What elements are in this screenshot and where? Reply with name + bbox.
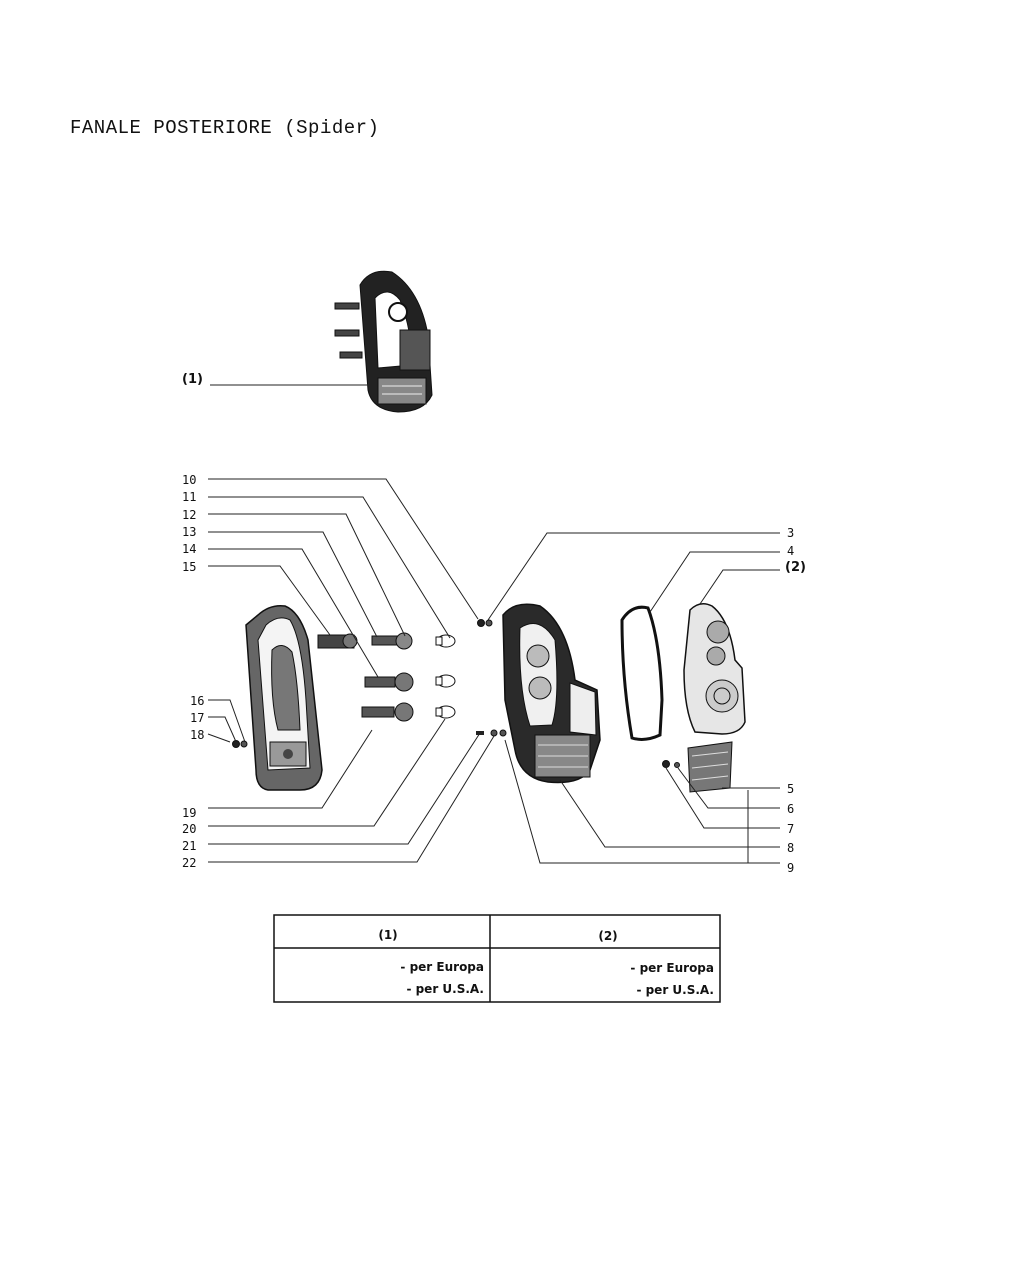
lens-seal <box>620 605 664 741</box>
leader-lines-left <box>207 478 495 863</box>
part-label: 9 <box>787 861 794 875</box>
part-label: (2) <box>785 560 806 575</box>
part-label: 13 <box>182 525 196 539</box>
part-label: 14 <box>182 542 196 556</box>
part-label: 18 <box>190 728 204 742</box>
part-label: 10 <box>182 473 196 487</box>
part-label: 16 <box>190 694 204 708</box>
table-col2-row: - per U.S.A. <box>636 983 714 997</box>
part-labels-right: 3 4 (2) 5 6 7 8 9 <box>785 526 806 875</box>
part-label: 4 <box>787 544 794 558</box>
part-label: 11 <box>182 490 196 504</box>
part-label: 19 <box>182 806 196 820</box>
page-title: FANALE POSTERIORE (Spider) <box>70 117 380 139</box>
part-label: 12 <box>182 508 196 522</box>
table-col2-header: (2) <box>598 929 617 943</box>
table-col1-row: - per U.S.A. <box>406 982 484 996</box>
assembly-label: (1) <box>182 372 203 387</box>
part-label: 8 <box>787 841 794 855</box>
tail-lamp-lens <box>683 603 746 735</box>
lamp-base-gasket <box>245 604 323 791</box>
table-col1-header: (1) <box>378 928 397 942</box>
part-label: 6 <box>787 802 794 816</box>
reflector <box>687 741 733 793</box>
part-label: 3 <box>787 526 794 540</box>
variant-table: (1) (2) - per Europa - per U.S.A. - per … <box>273 914 721 1003</box>
table-col1-row: - per Europa <box>400 960 484 974</box>
part-label: 5 <box>787 782 794 796</box>
leader-lines-right <box>487 532 780 864</box>
lamp-housing <box>502 603 601 784</box>
bulb-holders <box>317 632 456 722</box>
part-label: 15 <box>182 560 196 574</box>
table-col2-row: - per Europa <box>630 961 714 975</box>
part-labels-left: 10 11 12 13 14 15 16 17 18 19 20 21 22 <box>182 473 204 870</box>
part-label: 20 <box>182 822 196 836</box>
assembled-tail-lamp <box>334 270 433 413</box>
part-label: 7 <box>787 822 794 836</box>
part-label: 22 <box>182 856 196 870</box>
part-label: 17 <box>190 711 204 725</box>
part-label: 21 <box>182 839 196 853</box>
